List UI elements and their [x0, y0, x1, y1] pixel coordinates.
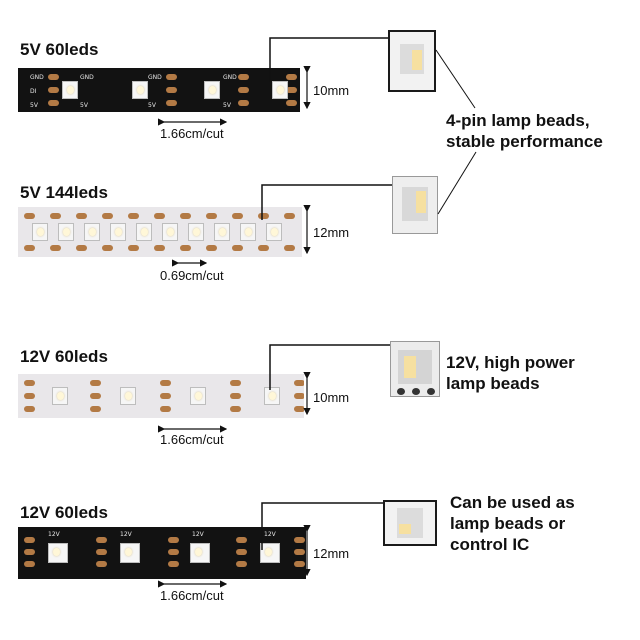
led-chip	[264, 387, 280, 405]
led-chip	[272, 81, 288, 99]
strip-print-gnd: GND	[148, 74, 162, 81]
strip-print-12v: 12V	[48, 531, 60, 538]
note-4-pin-beads: 4-pin lamp beads, stable performance	[446, 110, 603, 152]
led-strip-black-12v-60: 12V 12V 12V 12V	[18, 527, 306, 579]
led-chip	[132, 81, 148, 99]
led-chip	[162, 223, 178, 241]
led-chip	[32, 223, 48, 241]
strip-print-5v: 5V	[80, 102, 88, 109]
strip-print-12v: 12V	[264, 531, 276, 538]
note-line: lamp beads	[446, 374, 540, 393]
led-chip	[52, 387, 68, 405]
section-4-title: 12V 60leds	[20, 503, 108, 522]
led-chip	[120, 543, 140, 563]
led-chip	[190, 543, 210, 563]
strip-print-5v: 5V	[223, 102, 231, 109]
note-line: 12V, high power	[446, 353, 575, 372]
led-chip	[136, 223, 152, 241]
strip-print-gnd: GND	[80, 74, 94, 81]
lamp-bead-closeup-2	[392, 176, 438, 234]
lamp-bead-closeup-3	[390, 341, 440, 397]
section-1-title: 5V 60leds	[20, 40, 99, 59]
cut-length-label: 1.66cm/cut	[160, 588, 224, 603]
note-control-ic: Can be used as lamp beads or control IC	[450, 492, 575, 555]
section-3-title: 12V 60leds	[20, 347, 108, 366]
note-line: control IC	[450, 535, 530, 554]
cut-length-label: 1.66cm/cut	[160, 432, 224, 447]
led-chip	[84, 223, 100, 241]
strip-print-12v: 12V	[120, 531, 132, 538]
strip-print-di: DI	[30, 88, 37, 95]
led-chip	[204, 81, 220, 99]
led-chip	[214, 223, 230, 241]
strip-print-5v: 5V	[148, 102, 156, 109]
cut-length-label: 1.66cm/cut	[160, 126, 224, 141]
strip-print-5v: 5V	[30, 102, 38, 109]
section-2-title: 5V 144leds	[20, 183, 108, 202]
lamp-bead-closeup-1	[388, 30, 436, 92]
led-chip	[188, 223, 204, 241]
led-chip	[260, 543, 280, 563]
strip-print-gnd: GND	[223, 74, 237, 81]
led-strip-black-5v-60: GND DI 5V GND 5V GND 5V GND 5V	[18, 68, 300, 112]
strip-width-label: 12mm	[313, 546, 350, 561]
strip-width-label: 10mm	[313, 83, 350, 98]
led-strip-white-12v-60	[18, 374, 304, 418]
note-line: lamp beads or	[450, 514, 566, 533]
lamp-bead-closeup-4	[383, 500, 437, 546]
led-chip	[120, 387, 136, 405]
led-chip	[266, 223, 282, 241]
strip-print-gnd: GND	[30, 74, 44, 81]
cut-length-label: 0.69cm/cut	[160, 268, 224, 283]
led-chip	[240, 223, 256, 241]
led-chip	[62, 81, 78, 99]
note-line: Can be used as	[450, 493, 575, 512]
led-chip	[110, 223, 126, 241]
note-line: 4-pin lamp beads,	[446, 111, 590, 130]
led-chip	[190, 387, 206, 405]
note-line: stable performance	[446, 132, 603, 151]
led-strip-white-5v-144	[18, 207, 302, 257]
led-chip	[58, 223, 74, 241]
led-chip	[48, 543, 68, 563]
strip-print-12v: 12V	[192, 531, 204, 538]
strip-width-label: 10mm	[313, 390, 350, 405]
strip-width-label: 12mm	[313, 225, 350, 240]
note-high-power: 12V, high power lamp beads	[446, 352, 575, 394]
